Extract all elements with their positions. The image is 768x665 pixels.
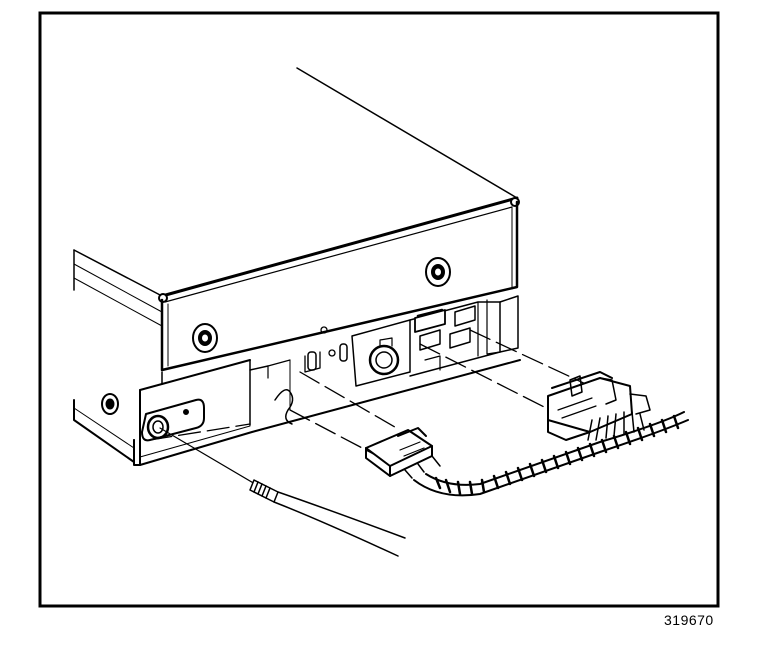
faceplate-screw-right <box>426 258 450 286</box>
faceplate-screw-left <box>193 324 217 352</box>
antenna-cable <box>160 428 405 556</box>
figure-frame <box>40 13 718 606</box>
wire-harness <box>414 412 688 495</box>
large-harness-connector <box>548 372 650 440</box>
antenna-jack <box>142 400 204 441</box>
reference-number: 319670 <box>664 612 714 628</box>
radio-unit-housing <box>74 68 520 465</box>
alignment-lines <box>150 330 590 460</box>
small-harness-connector <box>366 428 440 478</box>
